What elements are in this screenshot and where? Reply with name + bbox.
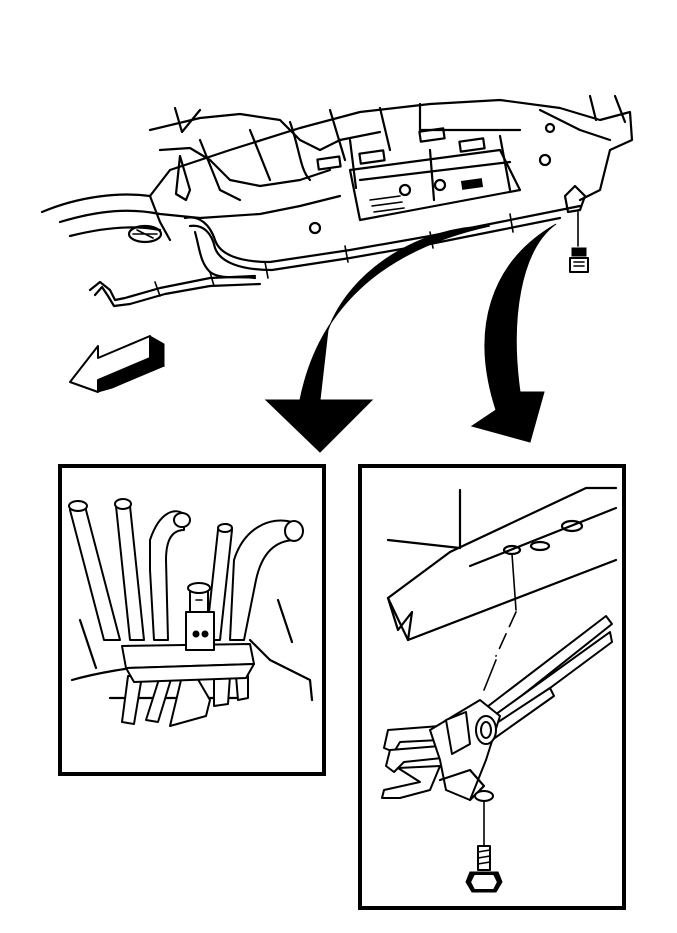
forward-arrow-icon: [69, 335, 166, 393]
brake-line-bundle: [68, 498, 304, 727]
detail-frame-right: [358, 464, 626, 910]
bolt-icon: [465, 790, 503, 893]
detail-view-right: [358, 464, 626, 910]
callout-arrow-icon: [264, 223, 557, 453]
detail-view-left: [58, 464, 326, 776]
bolt-icon: [569, 247, 589, 273]
frame-rail-overview: [40, 94, 634, 308]
frame-rail-detail: [386, 486, 618, 642]
retainer-clip: [121, 582, 255, 683]
